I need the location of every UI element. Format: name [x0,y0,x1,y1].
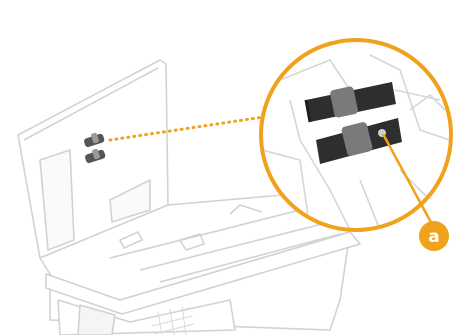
callout-badge-letter: a [428,227,439,247]
callout-badge: a [419,221,449,251]
